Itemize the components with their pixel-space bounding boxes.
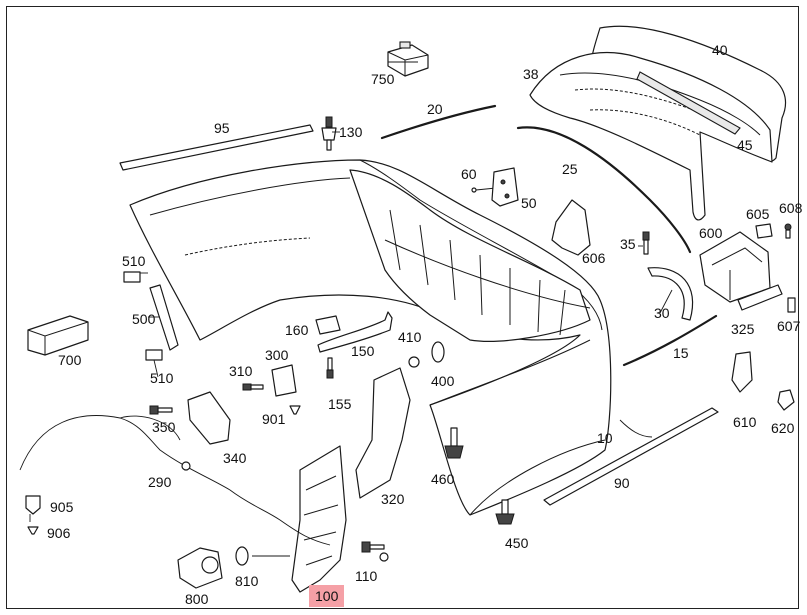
- wiring-branch: [119, 415, 181, 441]
- part-label: 510: [150, 370, 174, 386]
- screw-906: [27, 526, 39, 535]
- diagram-frame: [6, 6, 799, 609]
- clip-620: [777, 389, 795, 411]
- part-label: 450: [505, 535, 529, 551]
- part-label: 325: [731, 321, 755, 337]
- clip-607: [787, 297, 796, 313]
- trim-strip-25: [516, 126, 692, 254]
- harness-clip: [181, 461, 191, 471]
- screw-901: [289, 405, 301, 415]
- part-label: 750: [371, 71, 395, 87]
- trim-strip-15: [622, 314, 718, 367]
- part-label: 605: [746, 206, 770, 222]
- part-label: 620: [771, 420, 795, 436]
- bolt-110: [361, 541, 389, 562]
- part-label: 15: [673, 345, 689, 361]
- part-label: 130: [339, 124, 363, 140]
- part-label: 320: [381, 491, 405, 507]
- part-label: 810: [235, 573, 259, 589]
- part-label: 500: [132, 311, 156, 327]
- bolt-130: [321, 116, 337, 151]
- part-label: 90: [614, 475, 630, 491]
- bracket-100: [291, 445, 347, 593]
- part-label: 800: [185, 591, 209, 607]
- clip-605: [755, 223, 773, 239]
- part-label: 608: [779, 200, 803, 216]
- part-label: 150: [351, 343, 375, 359]
- bracket-320: [355, 367, 411, 499]
- clip-160: [315, 315, 341, 335]
- bracket-30: [647, 267, 694, 321]
- bracket-340: [187, 391, 231, 445]
- diffuser-panel: [529, 25, 787, 221]
- clip-510-lower: [145, 349, 163, 361]
- part-label: 610: [733, 414, 757, 430]
- bolt-350: [149, 405, 173, 415]
- part-label: 40: [712, 42, 728, 58]
- sensor-800: [177, 547, 223, 589]
- connector-905: [25, 495, 41, 515]
- bolt-460: [444, 427, 464, 459]
- plate-325: [737, 284, 783, 311]
- part-label: 410: [398, 329, 422, 345]
- leader-lines: [29, 61, 673, 557]
- bolt-310: [242, 383, 264, 391]
- part-label: 905: [50, 499, 74, 515]
- part-label: 460: [431, 471, 455, 487]
- part-750-box: [387, 41, 429, 77]
- trim-strip-20: [380, 104, 497, 140]
- part-label: 300: [265, 347, 289, 363]
- clip-50: [491, 167, 519, 207]
- part-label: 350: [152, 419, 176, 435]
- part-label: 607: [777, 318, 801, 334]
- part-label: 400: [431, 373, 455, 389]
- bracket-606: [551, 199, 591, 256]
- part-label-highlighted[interactable]: 100: [309, 585, 345, 607]
- part-label: 60: [461, 166, 477, 182]
- part-label: 30: [654, 305, 670, 321]
- part-label: 510: [122, 253, 146, 269]
- clip-510-upper: [123, 271, 141, 283]
- part-label: 38: [523, 66, 539, 82]
- part-label: 310: [229, 363, 253, 379]
- trim-strip-95: [119, 124, 314, 171]
- part-label: 45: [737, 137, 753, 153]
- part-label: 10: [597, 430, 613, 446]
- part-label: 340: [223, 450, 247, 466]
- bolt-155: [326, 357, 334, 379]
- sensor-300: [271, 364, 297, 397]
- part-label: 600: [699, 225, 723, 241]
- part-label: 50: [521, 195, 537, 211]
- sensor-610: [731, 351, 753, 393]
- part-label: 35: [620, 236, 636, 252]
- bracket-500: [149, 284, 179, 351]
- grommet-810: [235, 546, 249, 566]
- part-label: 906: [47, 525, 71, 541]
- part-label: 606: [582, 250, 606, 266]
- screw-608: [784, 223, 792, 239]
- part-label: 95: [214, 120, 230, 136]
- part-label: 110: [355, 568, 378, 584]
- part-label: 290: [148, 474, 172, 490]
- bumper-inner-structure: [349, 169, 591, 342]
- bolt-450: [495, 499, 515, 525]
- bracket-150: [317, 311, 393, 353]
- part-label: 160: [285, 322, 309, 338]
- module-700: [27, 315, 89, 356]
- nut-410: [408, 356, 420, 368]
- part-label: 901: [262, 411, 286, 427]
- trim-strip-90: [543, 407, 719, 506]
- bolt-35: [642, 231, 650, 255]
- part-label: 20: [427, 101, 443, 117]
- part-label: 700: [58, 352, 82, 368]
- part-label: 155: [328, 396, 352, 412]
- washer-400: [431, 341, 445, 363]
- part-label: 25: [562, 161, 578, 177]
